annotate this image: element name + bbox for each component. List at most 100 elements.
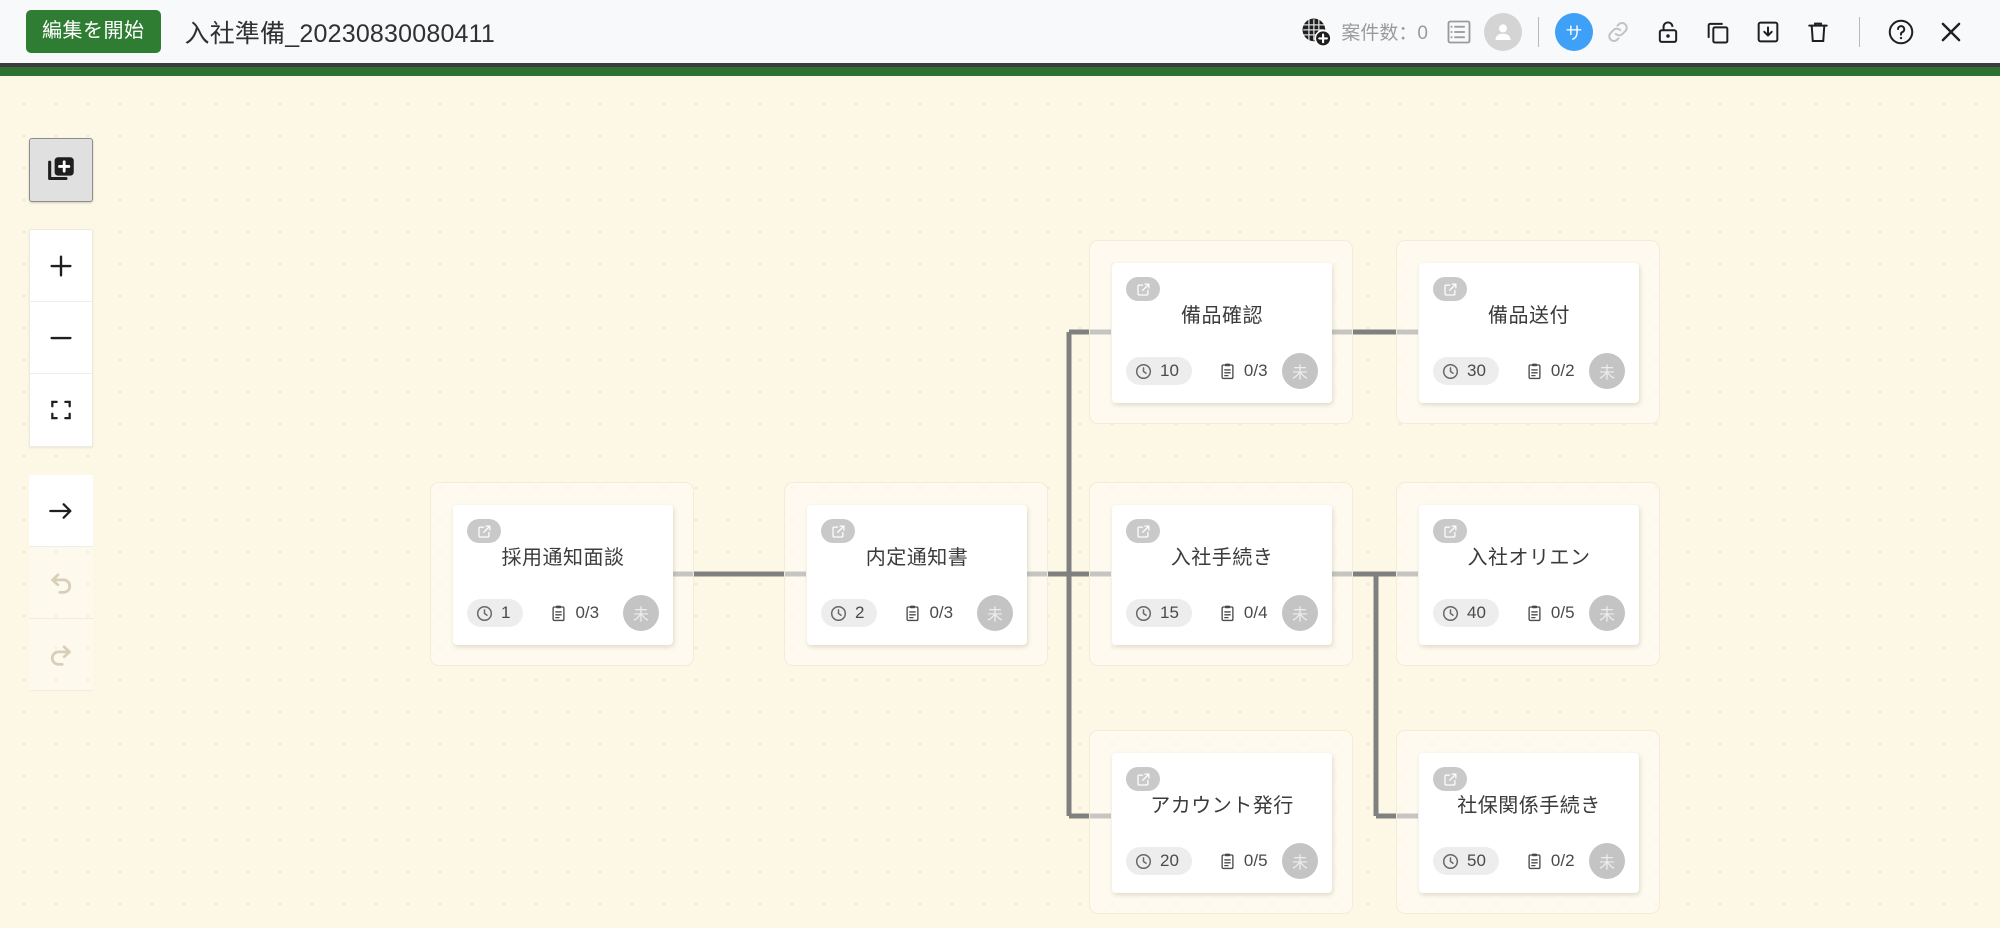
fit-to-screen-button[interactable] (30, 374, 92, 446)
edit-square-icon (1443, 283, 1456, 296)
node-edit-button[interactable] (1433, 767, 1467, 791)
node-card[interactable]: 備品送付 30 0/2 未 (1419, 263, 1639, 403)
link-icon (1608, 21, 1628, 42)
arrow-tool-button[interactable] (29, 475, 93, 547)
node-checklist[interactable]: 0/5 (1218, 851, 1268, 871)
node-duration-pill[interactable]: 30 (1433, 357, 1499, 385)
copy-button[interactable] (1693, 0, 1743, 63)
node-edit-button[interactable] (1126, 767, 1160, 791)
node-frame[interactable]: 備品送付 30 0/2 未 (1396, 240, 1660, 424)
node-edit-button[interactable] (1126, 519, 1160, 543)
clipboard-icon (906, 605, 920, 621)
node-footer: 30 0/2 未 (1419, 353, 1639, 389)
clipboard-icon (1221, 605, 1234, 621)
node-footer: 50 0/2 未 (1419, 843, 1639, 879)
undo-button[interactable] (29, 547, 93, 619)
node-status-badge[interactable]: 未 (1589, 595, 1625, 631)
node-duration-pill[interactable]: 1 (467, 599, 524, 627)
case-count-label: 案件数：0 (1341, 23, 1428, 44)
node-status-badge[interactable]: 未 (1282, 595, 1318, 631)
toolbar-divider-2 (1859, 16, 1860, 47)
archive-download-icon (1757, 21, 1779, 42)
assignee-avatar-button[interactable]: サ (1555, 0, 1593, 63)
node-checklist[interactable]: 0/2 (1525, 361, 1575, 381)
node-duration-pill[interactable]: 40 (1433, 599, 1499, 627)
close-icon (1941, 22, 1961, 41)
node-edit-button[interactable] (1126, 277, 1160, 301)
node-footer: 20 0/5 未 (1112, 843, 1332, 879)
redo-button[interactable] (29, 619, 93, 691)
node-checklist[interactable]: 0/3 (549, 603, 599, 623)
node-status-badge[interactable]: 未 (623, 595, 659, 631)
node-title: 入社オリエン (1467, 547, 1591, 569)
list-view-button[interactable] (1434, 0, 1484, 63)
archive-download-button[interactable] (1743, 0, 1793, 63)
node-status-badge[interactable]: 未 (1282, 353, 1318, 389)
node-edit-button[interactable] (1433, 277, 1467, 301)
clock-icon (476, 605, 493, 621)
zoom-in-button[interactable] (30, 230, 92, 302)
link-button[interactable] (1593, 0, 1643, 63)
node-duration-pill[interactable]: 15 (1126, 599, 1192, 627)
node-checklist[interactable]: 0/4 (1218, 603, 1268, 623)
node-duration-pill[interactable]: 10 (1126, 357, 1192, 385)
node-edit-button[interactable] (821, 519, 855, 543)
node-checklist-value: 0/3 (929, 603, 954, 622)
close-button[interactable] (1926, 0, 1976, 63)
document-title: 入社準備_20230830080411 (184, 19, 496, 48)
node-checklist[interactable]: 0/3 (1218, 361, 1268, 381)
node-duration-value: 40 (1467, 603, 1486, 622)
edit-start-button[interactable]: 編集を開始 (26, 10, 161, 53)
node-duration-pill[interactable]: 2 (821, 599, 878, 627)
node-checklist[interactable]: 0/2 (1525, 851, 1575, 871)
node-status-badge[interactable]: 未 (1589, 353, 1625, 389)
unlock-button[interactable] (1643, 0, 1693, 63)
node-checklist[interactable]: 0/3 (903, 603, 953, 623)
node-checklist[interactable]: 0/5 (1525, 603, 1575, 623)
node-footer: 15 0/4 未 (1112, 595, 1332, 631)
user-avatar-button[interactable] (1484, 0, 1522, 63)
node-checklist-value: 0/5 (1550, 603, 1575, 622)
node-duration-value: 20 (1160, 851, 1179, 870)
node-footer: 2 0/3 未 (807, 595, 1027, 631)
edit-square-icon (831, 525, 844, 538)
zoom-out-button[interactable] (30, 302, 92, 374)
add-grid-icon-button[interactable] (1291, 0, 1341, 63)
node-footer: 10 0/3 未 (1112, 353, 1332, 389)
node-frame[interactable]: 入社オリエン 40 0/5 未 (1396, 482, 1660, 666)
node-footer: 1 0/3 未 (453, 595, 673, 631)
node-edit-button[interactable] (467, 519, 501, 543)
node-checklist-value: 0/2 (1550, 361, 1575, 380)
node-edit-button[interactable] (1433, 519, 1467, 543)
node-status-badge[interactable]: 未 (1589, 843, 1625, 879)
help-button[interactable] (1876, 0, 1926, 63)
redo-icon (50, 645, 71, 666)
clock-icon (830, 605, 847, 621)
unlock-icon (1658, 20, 1678, 43)
help-icon (1888, 19, 1914, 44)
add-node-button[interactable] (29, 138, 93, 202)
delete-button[interactable] (1793, 0, 1843, 63)
node-status-badge[interactable]: 未 (1282, 843, 1318, 879)
node-duration-pill[interactable]: 20 (1126, 847, 1192, 875)
topbar-dark-separator (0, 63, 2000, 67)
node-card[interactable]: 入社オリエン 40 0/5 未 (1419, 505, 1639, 645)
node-status-badge[interactable]: 未 (977, 595, 1013, 631)
node-title: 備品送付 (1488, 305, 1570, 327)
node-duration-pill[interactable]: 50 (1433, 847, 1499, 875)
clock-icon (1135, 853, 1152, 869)
left-toolbar (29, 138, 93, 691)
